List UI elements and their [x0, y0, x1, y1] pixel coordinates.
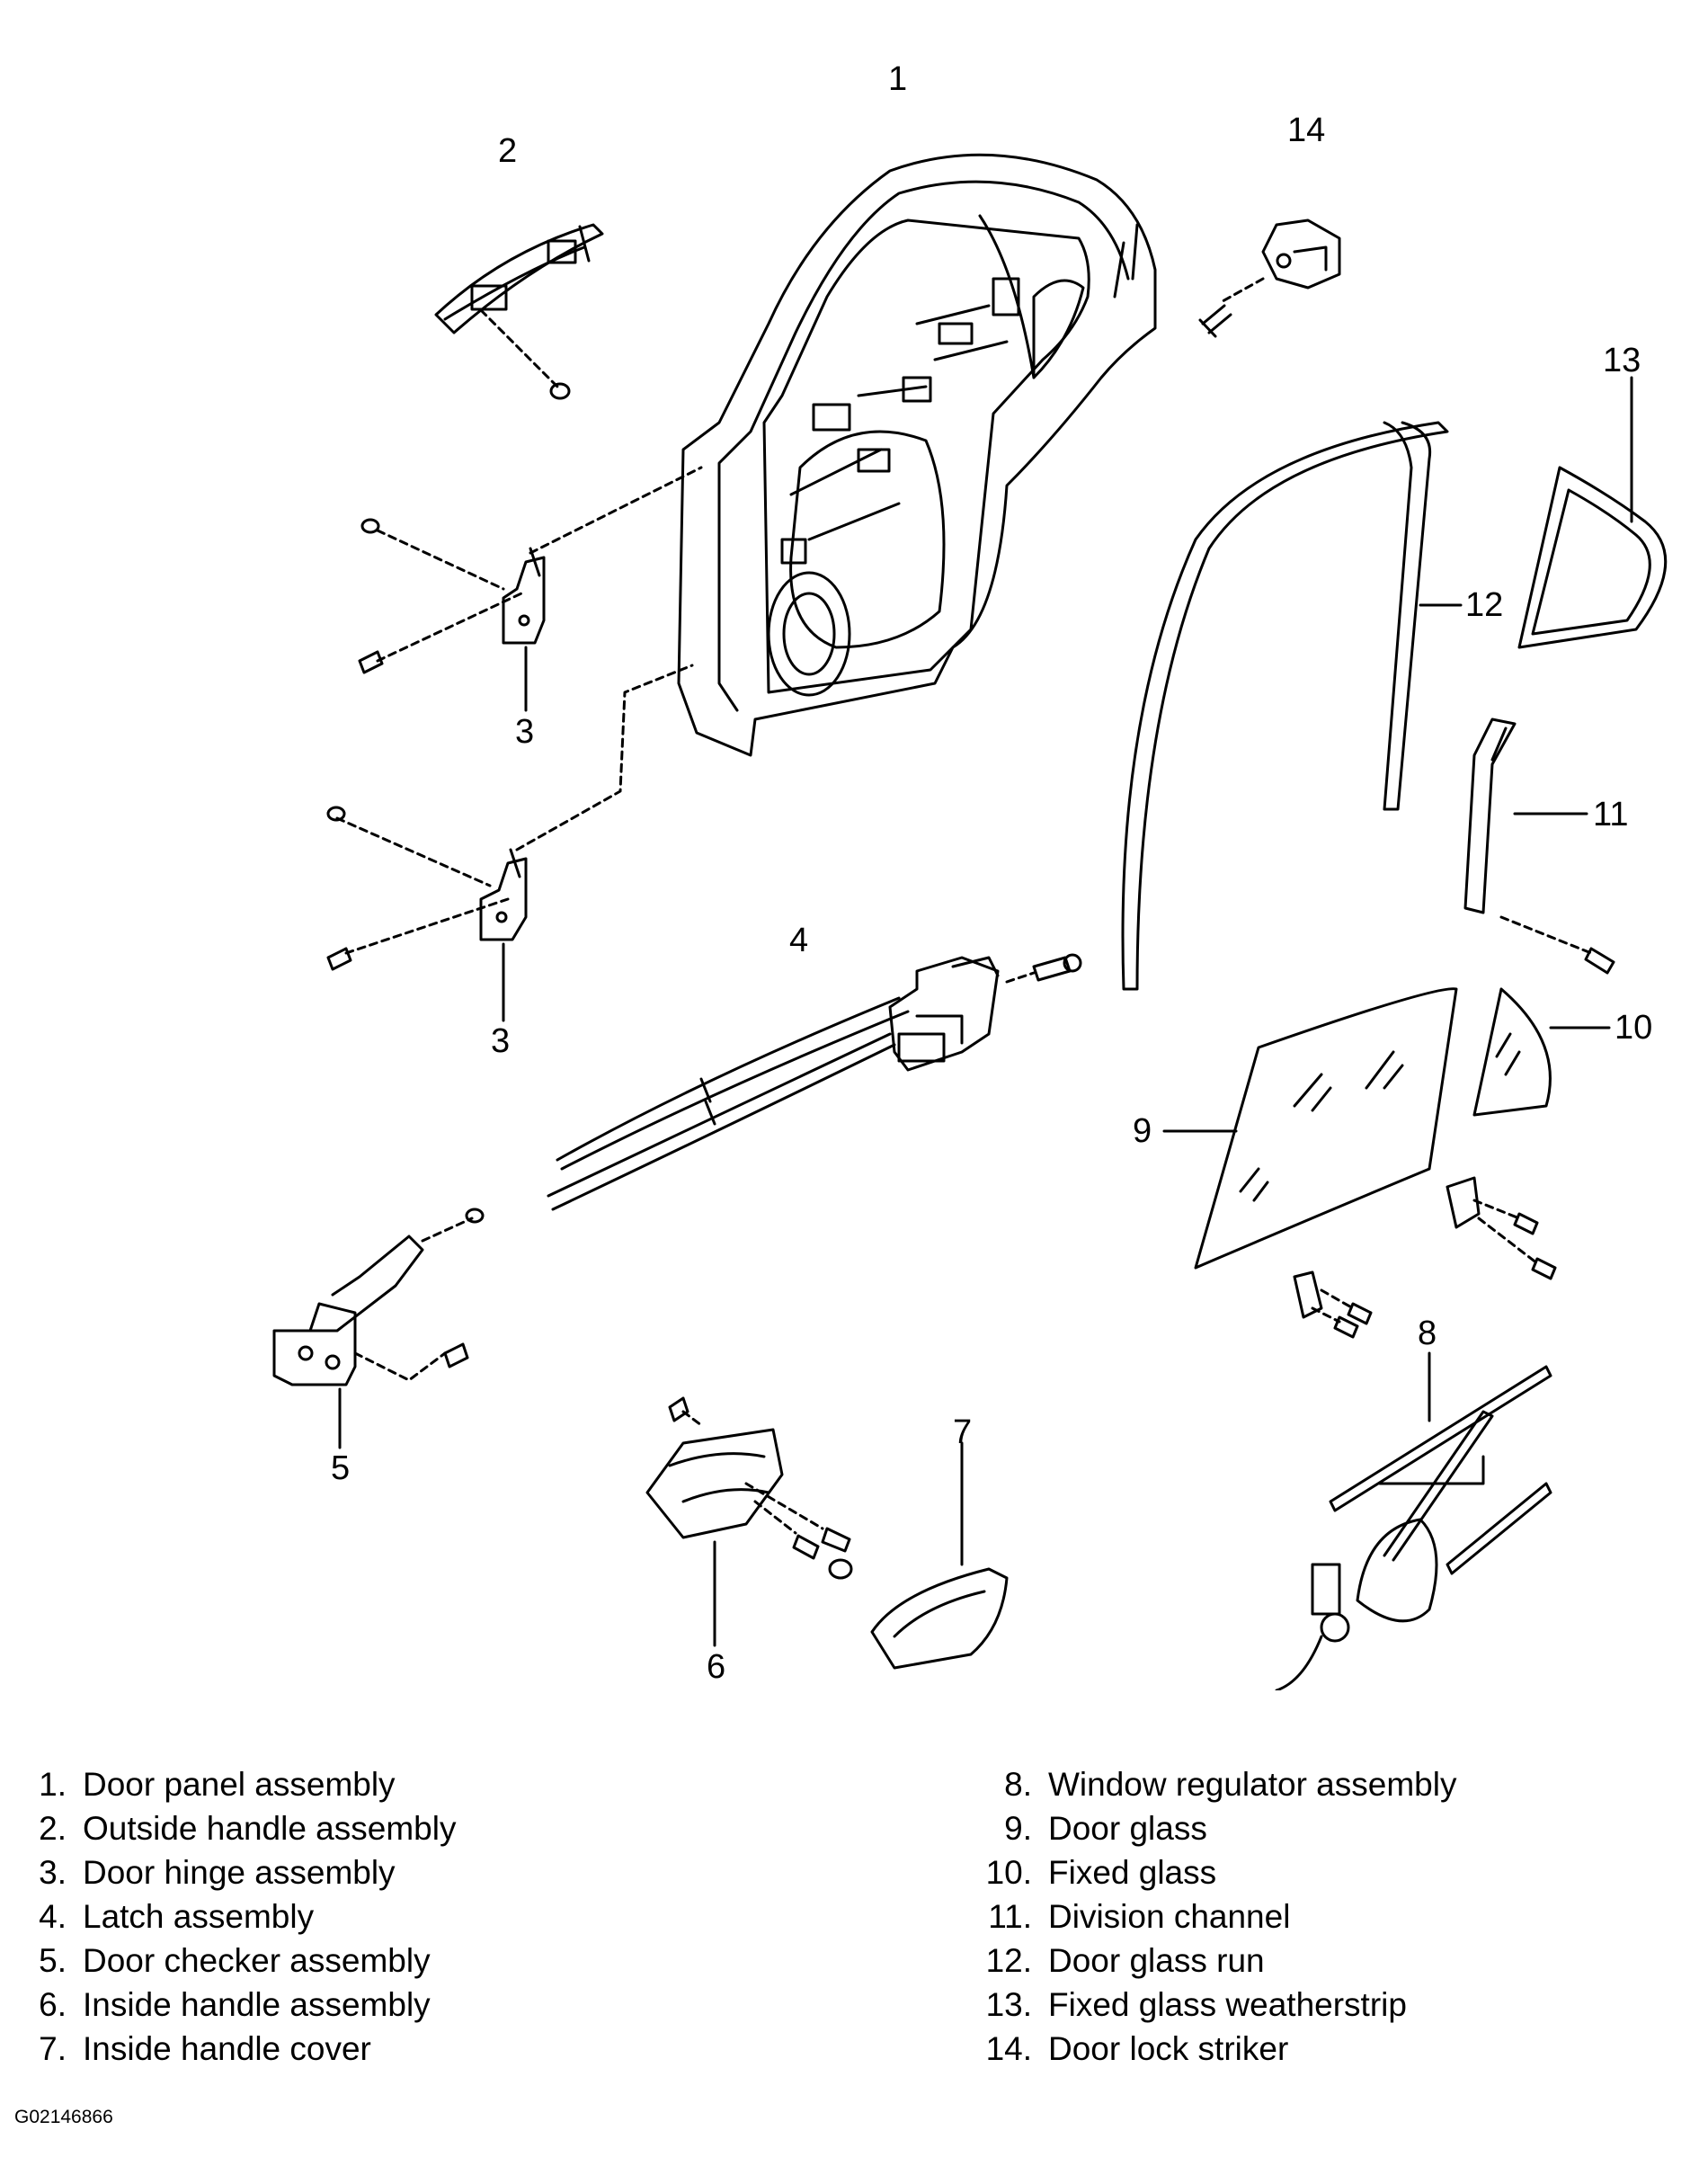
callout-6: 6 — [707, 1648, 725, 1686]
door-hinge-lower — [479, 848, 528, 941]
legend-item: 6.Inside handle assembly — [39, 1986, 431, 2023]
callout-3-lower: 3 — [491, 1022, 510, 1060]
exploded-parts-diagram: 1 2 3 3 4 5 6 7 8 9 10 11 12 13 14 — [272, 60, 1668, 1690]
parts-legend-left: 1.Door panel assembly 2.Outside handle a… — [31, 1762, 456, 2071]
door-glass — [1194, 987, 1458, 1270]
inside-handle-cover — [870, 1567, 1009, 1670]
legend-item: 7.Inside handle cover — [39, 2030, 371, 2067]
fixed-glass — [1472, 987, 1552, 1117]
door-checker-assembly — [272, 1235, 424, 1386]
door-glass-run — [1121, 421, 1449, 991]
legend-item: 2.Outside handle assembly — [39, 1810, 457, 1847]
door-hinge-upper — [502, 547, 546, 645]
legend-item: 14.Door lock striker — [985, 2030, 1289, 2067]
legend-item: 8.Window regulator assembly — [1004, 1766, 1457, 1803]
legend-item: 13.Fixed glass weatherstrip — [985, 1986, 1407, 2023]
callout-4: 4 — [789, 922, 808, 959]
callout-3-upper: 3 — [515, 713, 534, 751]
callout-11: 11 — [1593, 796, 1628, 833]
callout-10: 10 — [1615, 1009, 1652, 1047]
parts-legend-right: 8.Window regulator assembly 9.Door glass… — [967, 1762, 1457, 2071]
inside-handle-assembly — [645, 1428, 784, 1539]
legend-item: 4.Latch assembly — [39, 1898, 315, 1935]
callout-8: 8 — [1418, 1315, 1437, 1352]
callout-1: 1 — [888, 60, 907, 98]
door-lock-striker — [1261, 218, 1341, 290]
window-regulator-assembly — [1275, 1365, 1552, 1690]
legend-item: 5.Door checker assembly — [39, 1942, 431, 1979]
callout-9: 9 — [1133, 1112, 1152, 1150]
callout-5: 5 — [331, 1449, 350, 1487]
latch-assembly — [547, 956, 1000, 1211]
legend-item: 11.Division channel — [988, 1898, 1291, 1935]
legend-item: 10.Fixed glass — [985, 1854, 1217, 1891]
legend-item: 3.Door hinge assembly — [39, 1854, 396, 1891]
callout-12: 12 — [1465, 586, 1503, 624]
callout-14: 14 — [1287, 111, 1325, 149]
callout-2: 2 — [498, 132, 517, 170]
legend-item: 9.Door glass — [1004, 1810, 1207, 1847]
callout-7: 7 — [953, 1413, 972, 1451]
legend-item: 1.Door panel assembly — [39, 1766, 396, 1803]
division-channel — [1463, 718, 1517, 914]
outside-handle-assembly — [434, 223, 604, 334]
legend-item: 12.Door glass run — [985, 1942, 1265, 1979]
callout-13: 13 — [1603, 342, 1641, 379]
fixed-glass-weatherstrip — [1517, 466, 1668, 649]
figure-code: G02146866 — [14, 2107, 113, 2127]
door-panel-assembly — [677, 153, 1157, 757]
